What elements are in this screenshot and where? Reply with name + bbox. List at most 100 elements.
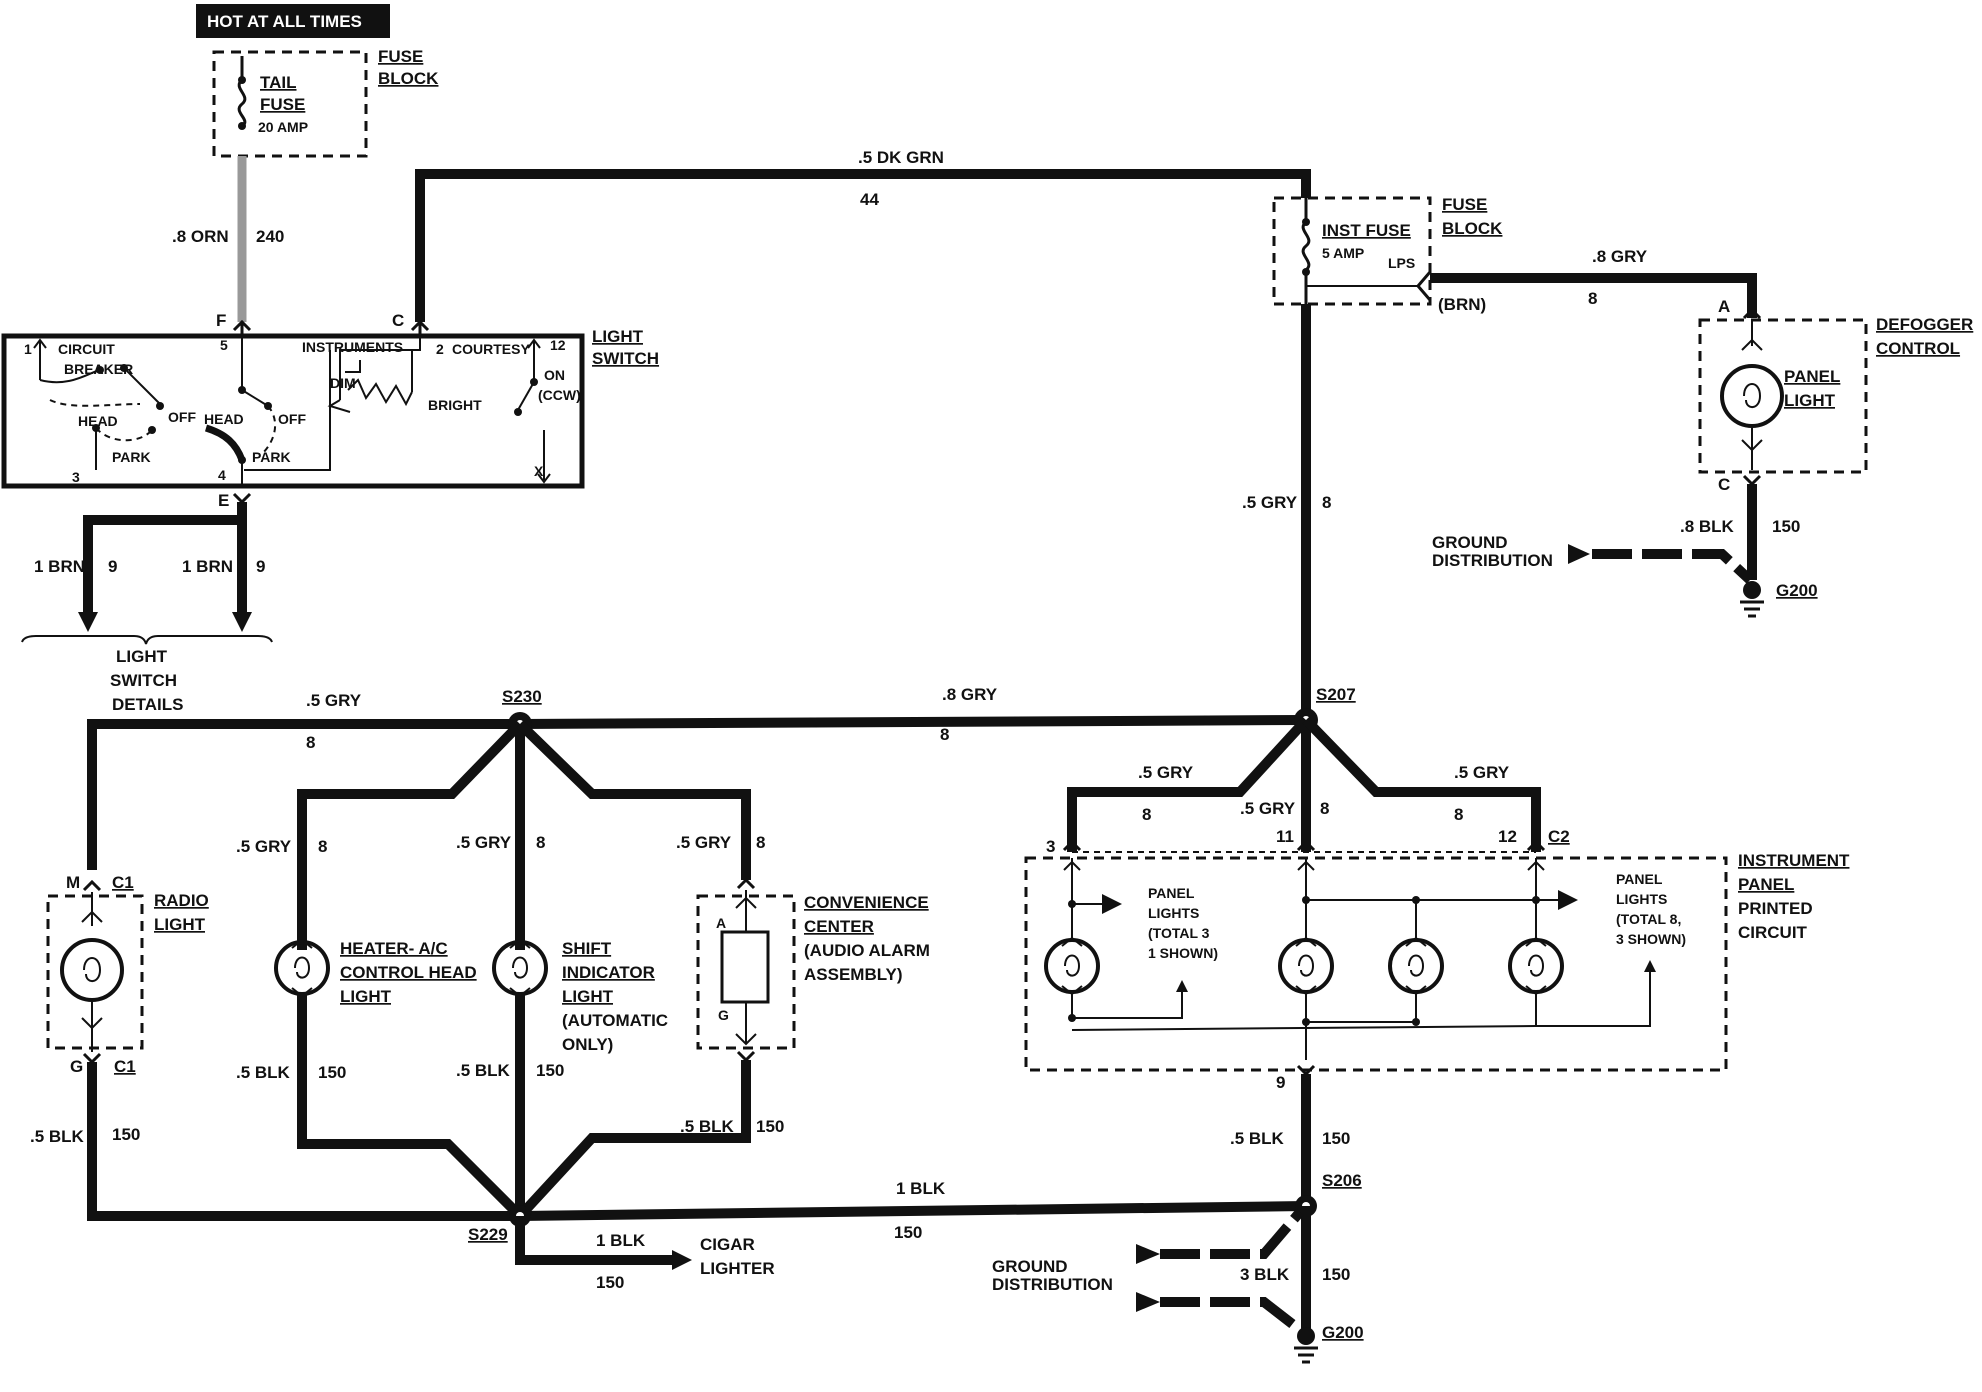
wire-number: 150 bbox=[596, 1273, 624, 1292]
bulb-icon bbox=[1044, 938, 1100, 994]
wire-label: .5 BLK bbox=[236, 1063, 291, 1082]
defogger-title-2: CONTROL bbox=[1876, 339, 1960, 358]
hot-label: HOT AT ALL TIMES bbox=[207, 12, 362, 31]
hot-label-box: HOT AT ALL TIMES bbox=[196, 4, 390, 38]
pin-label: 12 bbox=[1498, 827, 1517, 846]
inst-fuse-label: INST FUSE bbox=[1322, 221, 1411, 240]
ip-title-3: PRINTED bbox=[1738, 899, 1813, 918]
connector-label: C1 bbox=[114, 1057, 136, 1076]
switch-label: (CCW) bbox=[538, 387, 581, 403]
ground-distribution-top: GROUND DISTRIBUTION G200 bbox=[1432, 533, 1818, 618]
bulb-icon bbox=[1720, 364, 1784, 428]
splice-label: S230 bbox=[502, 687, 542, 706]
wire-label: 3 BLK bbox=[1240, 1265, 1290, 1284]
bulb-icon bbox=[1278, 938, 1334, 994]
radio-light-title: RADIO bbox=[154, 891, 209, 910]
heater-title: HEATER- A/C bbox=[340, 939, 448, 958]
fuse-block-1-title: FUSE bbox=[378, 47, 423, 66]
wire-label: .5 GRY bbox=[1138, 763, 1194, 782]
pin-label: C bbox=[1718, 475, 1730, 494]
splice-label: S206 bbox=[1322, 1171, 1362, 1190]
wire-number: 8 bbox=[536, 833, 545, 852]
panel-light-label: PANEL bbox=[1784, 367, 1840, 386]
wire-number: 150 bbox=[1772, 517, 1800, 536]
pin-label: A bbox=[1718, 297, 1730, 316]
shift-title-4: (AUTOMATIC bbox=[562, 1011, 668, 1030]
convenience-title-4: ASSEMBLY) bbox=[804, 965, 903, 984]
ground-label-2: DISTRIBUTION bbox=[992, 1275, 1113, 1294]
switch-label: COURTESY bbox=[452, 341, 530, 357]
panel-light-label-2: LIGHT bbox=[1784, 391, 1836, 410]
wire-label: .5 GRY bbox=[1454, 763, 1510, 782]
pin-label: 1 bbox=[24, 341, 32, 357]
wire-label: 1 BRN bbox=[182, 557, 233, 576]
switch-label: OFF bbox=[278, 411, 306, 427]
ground-label: GROUND bbox=[1432, 533, 1508, 552]
wire-dkgrn-44 bbox=[415, 169, 1311, 322]
shift-title: SHIFT bbox=[562, 939, 612, 958]
convenience-title-3: (AUDIO ALARM bbox=[804, 941, 930, 960]
panel-lights-label: LIGHTS bbox=[1616, 891, 1667, 907]
light-switch-title: LIGHT bbox=[592, 327, 644, 346]
details-label: DETAILS bbox=[112, 695, 183, 714]
fuse-symbol-icon bbox=[1301, 220, 1311, 272]
ground-g200-label: G200 bbox=[1776, 581, 1818, 600]
wire-blk-cigar bbox=[515, 1216, 672, 1265]
shift-title-2: INDICATOR bbox=[562, 963, 655, 982]
switch-label: BRIGHT bbox=[428, 397, 482, 413]
wire-label: .8 BLK bbox=[1680, 517, 1735, 536]
switch-label: OFF bbox=[168, 409, 196, 425]
wire-number: 8 bbox=[1322, 493, 1331, 512]
pin-label: 5 bbox=[220, 337, 228, 353]
pin-label: M bbox=[66, 873, 80, 892]
convenience-title: CONVENIENCE bbox=[804, 893, 929, 912]
shift-title-3: LIGHT bbox=[562, 987, 614, 1006]
wire-blk-conv bbox=[516, 1060, 751, 1220]
pin-label: A bbox=[716, 915, 726, 931]
pin-label: 3 bbox=[1046, 837, 1055, 856]
panel-lights-label: 1 SHOWN) bbox=[1148, 945, 1218, 961]
heater-title-2: CONTROL HEAD bbox=[340, 963, 477, 982]
wire-label: .5 GRY bbox=[1240, 799, 1296, 818]
switch-label: PARK bbox=[112, 449, 151, 465]
light-switch: F C LIGHT SWITCH 1 5 2 12 3 4 X CIRCUIT … bbox=[1, 311, 659, 510]
wire-label: .5 BLK bbox=[1230, 1129, 1285, 1148]
wire-number: 8 bbox=[306, 733, 315, 752]
wire-label: .8 ORN bbox=[172, 227, 229, 246]
wire-number: 9 bbox=[256, 557, 265, 576]
panel-lights-label: 3 SHOWN) bbox=[1616, 931, 1686, 947]
pin-label: 11 bbox=[1276, 827, 1294, 846]
ground-label-2: DISTRIBUTION bbox=[1432, 551, 1553, 570]
wire-gry-ip-right bbox=[1302, 716, 1541, 852]
tail-fuse-label-2: FUSE bbox=[260, 95, 305, 114]
connector-label: C2 bbox=[1548, 827, 1570, 846]
wire-blk-1-bottom-bus bbox=[519, 1201, 1307, 1221]
shift-indicator-light: SHIFT INDICATOR LIGHT (AUTOMATIC ONLY) bbox=[492, 938, 668, 1054]
ip-title-4: CIRCUIT bbox=[1738, 923, 1808, 942]
wire-number: 150 bbox=[536, 1061, 564, 1080]
pin-label: F bbox=[216, 311, 226, 330]
switch-label: HEAD bbox=[204, 411, 244, 427]
wire-label: .5 GRY bbox=[676, 833, 732, 852]
wire-number: 8 bbox=[1588, 289, 1597, 308]
fuse-block-1: TAIL FUSE 20 AMP FUSE BLOCK bbox=[212, 47, 439, 158]
fuse-block-2-title-2: BLOCK bbox=[1442, 219, 1503, 238]
panel-lights-label: LIGHTS bbox=[1148, 905, 1199, 921]
wire-label: 1 BRN bbox=[34, 557, 85, 576]
defogger-title: DEFOGGER bbox=[1876, 315, 1973, 334]
pin-label: 4 bbox=[218, 467, 226, 483]
pin-label: 3 bbox=[72, 469, 80, 485]
cigar-lighter-label-2: LIGHTER bbox=[700, 1259, 775, 1278]
wire-number: 150 bbox=[756, 1117, 784, 1136]
wire-gry-conv bbox=[516, 720, 751, 880]
details-label: SWITCH bbox=[110, 671, 177, 690]
ground-g200-label: G200 bbox=[1322, 1323, 1364, 1342]
light-switch-title-2: SWITCH bbox=[592, 349, 659, 368]
pin-label: 12 bbox=[550, 337, 566, 353]
wire-number: 8 bbox=[318, 837, 327, 856]
pin-label: 2 bbox=[436, 341, 444, 357]
wire-label: .5 GRY bbox=[456, 833, 512, 852]
bulb-icon bbox=[1508, 938, 1564, 994]
panel-lights-label: (TOTAL 3 bbox=[1148, 925, 1210, 941]
